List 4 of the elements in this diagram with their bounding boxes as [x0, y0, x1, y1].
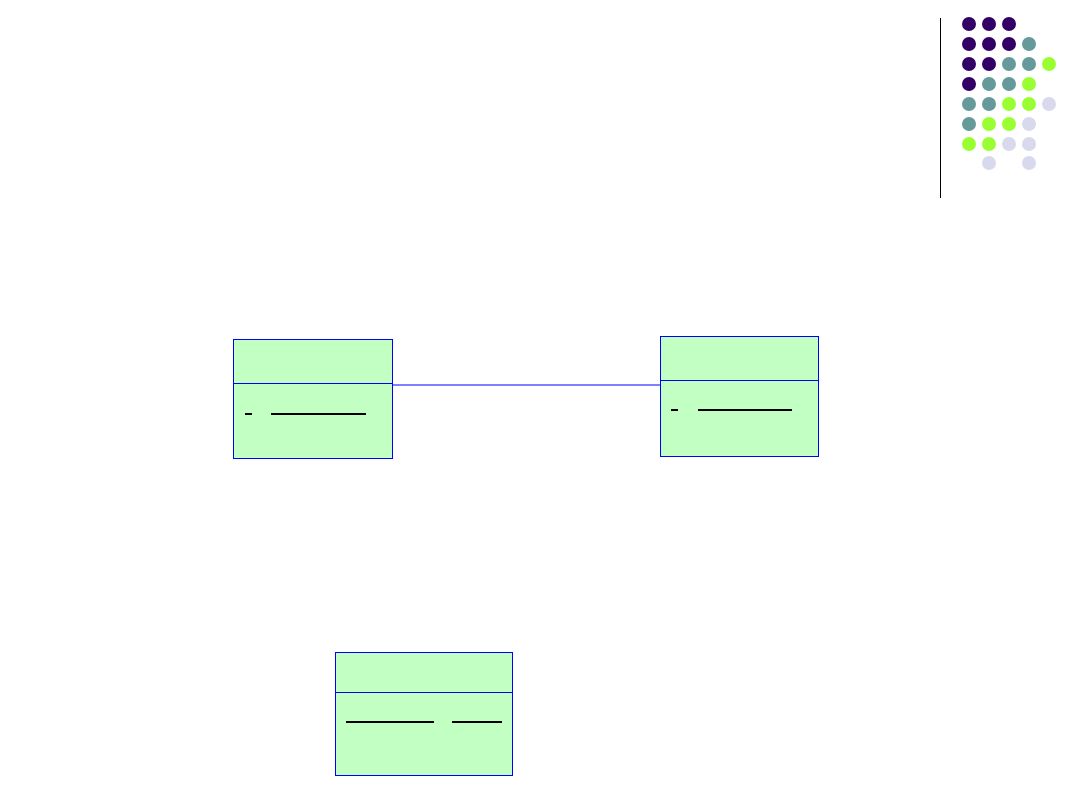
- association-line: [392, 384, 661, 386]
- class-box: [335, 652, 513, 776]
- class-box: [660, 336, 819, 457]
- class-box: [233, 339, 393, 459]
